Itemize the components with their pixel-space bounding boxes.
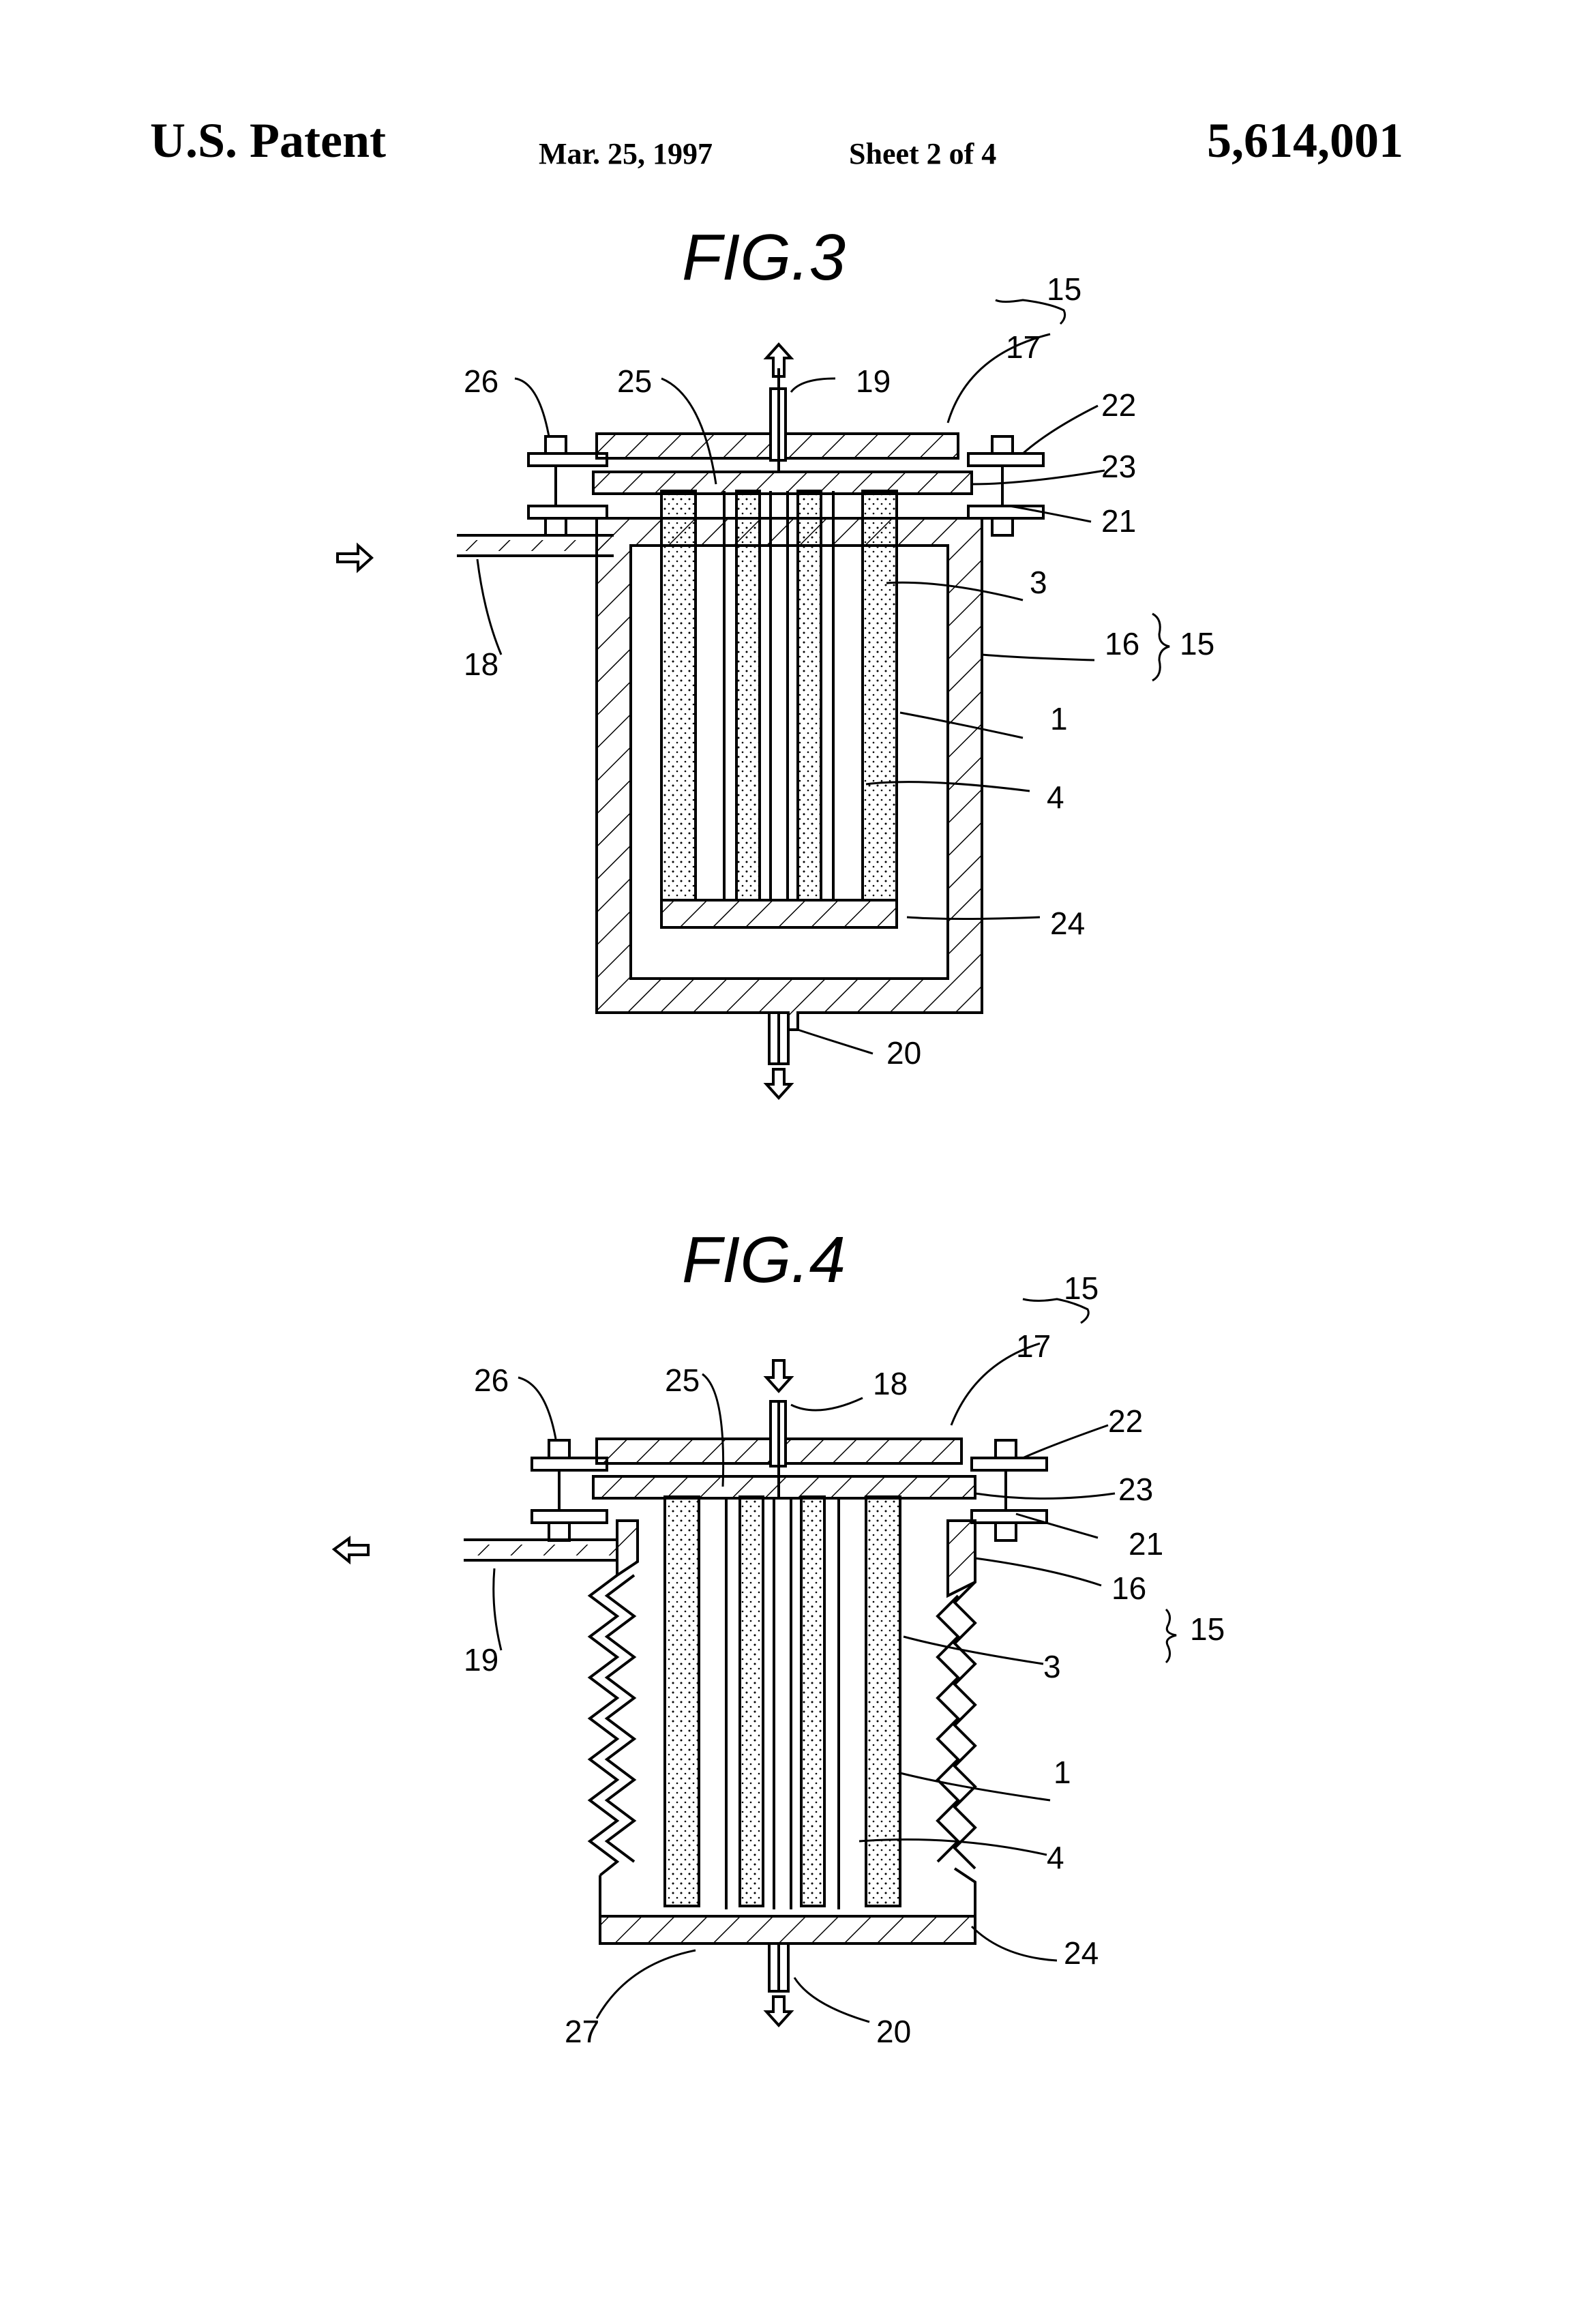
- fig3-label-4: 4: [1047, 779, 1064, 815]
- fig4-label-15a: 15: [1064, 1270, 1099, 1306]
- fig4-title: FIG.4: [682, 1223, 846, 1296]
- fig3-bottom-plate: [661, 900, 897, 927]
- fig4-label-19: 19: [464, 1642, 498, 1678]
- fig4-label-3: 3: [1043, 1649, 1061, 1684]
- fig4-top-arrow: [766, 1360, 791, 1391]
- fig3-label-15a: 15: [1047, 271, 1081, 307]
- fig3-label-17: 17: [1006, 329, 1041, 365]
- fig4-outlet-pipe: [766, 1943, 791, 2025]
- fig3-label-20: 20: [886, 1035, 921, 1071]
- fig4-label-4: 4: [1047, 1840, 1064, 1875]
- fig3-label-16: 16: [1105, 626, 1139, 661]
- fig4-label-21: 21: [1129, 1526, 1163, 1562]
- fig3-label-15b: 15: [1180, 626, 1214, 661]
- fig4-label-27: 27: [565, 2014, 599, 2049]
- fig3-label-1: 1: [1050, 701, 1068, 736]
- fig3-label-3: 3: [1030, 565, 1047, 600]
- fig3-inlet-arrow: [338, 546, 372, 570]
- fig4-label-23: 23: [1118, 1472, 1153, 1507]
- fig4-label-17: 17: [1016, 1328, 1051, 1364]
- fig3-label-24: 24: [1050, 906, 1085, 941]
- fig3-bottom-arrow: [766, 1069, 791, 1098]
- fig4-side-pipe: [334, 1538, 617, 1562]
- fig3-title: FIG.3: [682, 221, 846, 294]
- fig4-bottom-arrow: [766, 1997, 791, 2025]
- fig4-label-20: 20: [876, 2014, 911, 2049]
- fig3-inlet-pipe: [338, 535, 614, 570]
- fig4-label-16: 16: [1111, 1570, 1146, 1606]
- fig3-label-22: 22: [1101, 387, 1136, 423]
- fig3-membrane-tubes: [661, 491, 897, 900]
- fig3-label-23: 23: [1101, 449, 1136, 484]
- fig3-label-18: 18: [464, 646, 498, 682]
- fig4-side-arrow: [334, 1538, 368, 1562]
- fig4-lid: [593, 1360, 975, 1498]
- figure-3: FIG.3: [338, 221, 1214, 1098]
- fig4-label-18: 18: [873, 1366, 908, 1401]
- fig3-label-26: 26: [464, 363, 498, 399]
- fig4-label-24: 24: [1064, 1935, 1099, 1971]
- fig4-label-26: 26: [474, 1362, 509, 1398]
- fig4-membrane-tubes: [665, 1497, 900, 1909]
- fig3-label-19: 19: [856, 363, 891, 399]
- fig4-label-22: 22: [1108, 1403, 1143, 1439]
- fig4-leaders: [494, 1299, 1176, 2022]
- figure-4: FIG.4: [334, 1223, 1225, 2049]
- fig4-bellows-housing: [590, 1521, 975, 1943]
- fig4-label-25: 25: [665, 1362, 700, 1398]
- fig3-outlet-pipe: [766, 1013, 791, 1098]
- fig3-housing: [597, 518, 982, 1030]
- fig3-label-25: 25: [617, 363, 652, 399]
- fig3-label-21: 21: [1101, 503, 1136, 539]
- fig4-label-1: 1: [1054, 1755, 1071, 1790]
- fig4-label-15b: 15: [1190, 1611, 1225, 1647]
